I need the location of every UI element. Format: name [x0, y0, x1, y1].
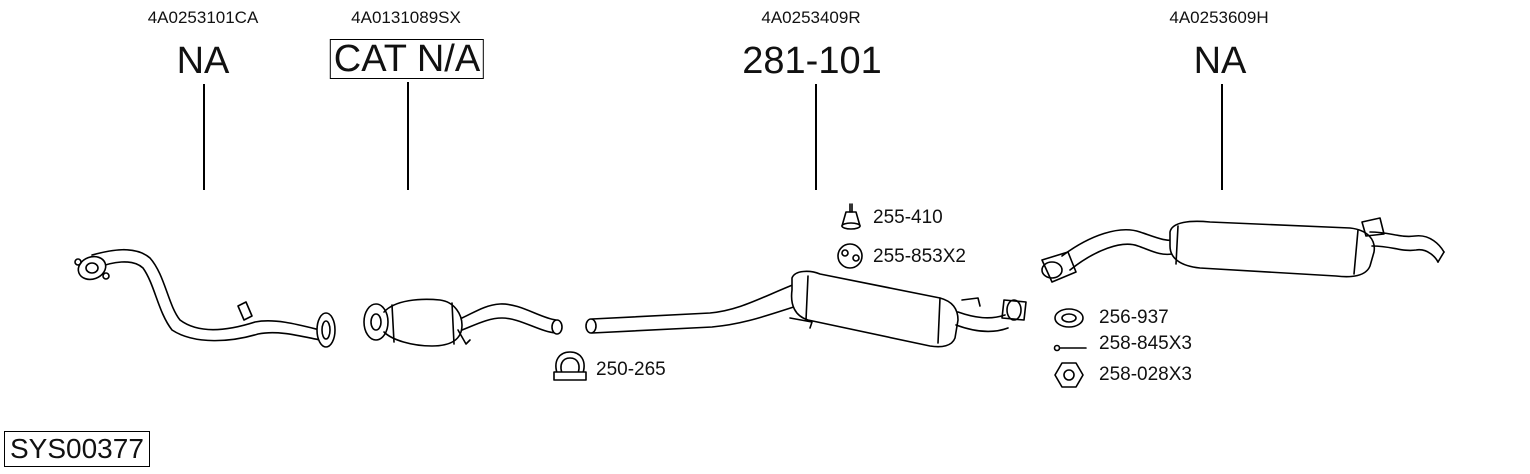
leader-line — [1221, 84, 1223, 190]
catalytic-converter-drawing — [363, 298, 563, 347]
accessory-code[interactable]: 258-028X3 — [1099, 364, 1192, 385]
oem-number-catalyst: 4A0131089SX — [351, 8, 461, 27]
oem-number-front-pipe: 4A0253101CA — [147, 8, 259, 27]
leader-line — [407, 82, 409, 190]
accessory-code[interactable]: 255-853X2 — [873, 246, 966, 267]
part-number-center-silencer[interactable]: 281-101 — [742, 40, 882, 82]
leader-line — [815, 84, 817, 190]
accessory-code[interactable]: 255-410 — [873, 207, 943, 228]
front-pipe-drawing — [74, 248, 336, 348]
oem-number-rear-silencer: 4A0253609H — [1169, 8, 1269, 27]
u-clamp-icon — [553, 351, 587, 381]
hex-nut-icon — [1054, 362, 1084, 388]
hanger-ring-icon — [837, 243, 863, 269]
leader-line — [203, 84, 205, 190]
bolt-icon — [1053, 344, 1087, 352]
oem-number-center-silencer: 4A0253409R — [761, 8, 861, 27]
part-number-rear-silencer[interactable]: NA — [1193, 40, 1247, 82]
system-id-label: SYS00377 — [4, 431, 150, 467]
center-silencer-drawing — [585, 270, 1027, 348]
rubber-mount-icon — [841, 203, 861, 230]
accessory-code[interactable]: 256-937 — [1099, 307, 1169, 328]
rear-silencer-drawing — [1041, 217, 1445, 283]
part-number-front-pipe[interactable]: NA — [176, 40, 230, 82]
accessory-code[interactable]: 250-265 — [596, 359, 666, 380]
part-number-catalyst[interactable]: CAT N/A — [329, 39, 485, 79]
gasket-icon — [1054, 308, 1084, 328]
accessory-code[interactable]: 258-845X3 — [1099, 333, 1192, 354]
